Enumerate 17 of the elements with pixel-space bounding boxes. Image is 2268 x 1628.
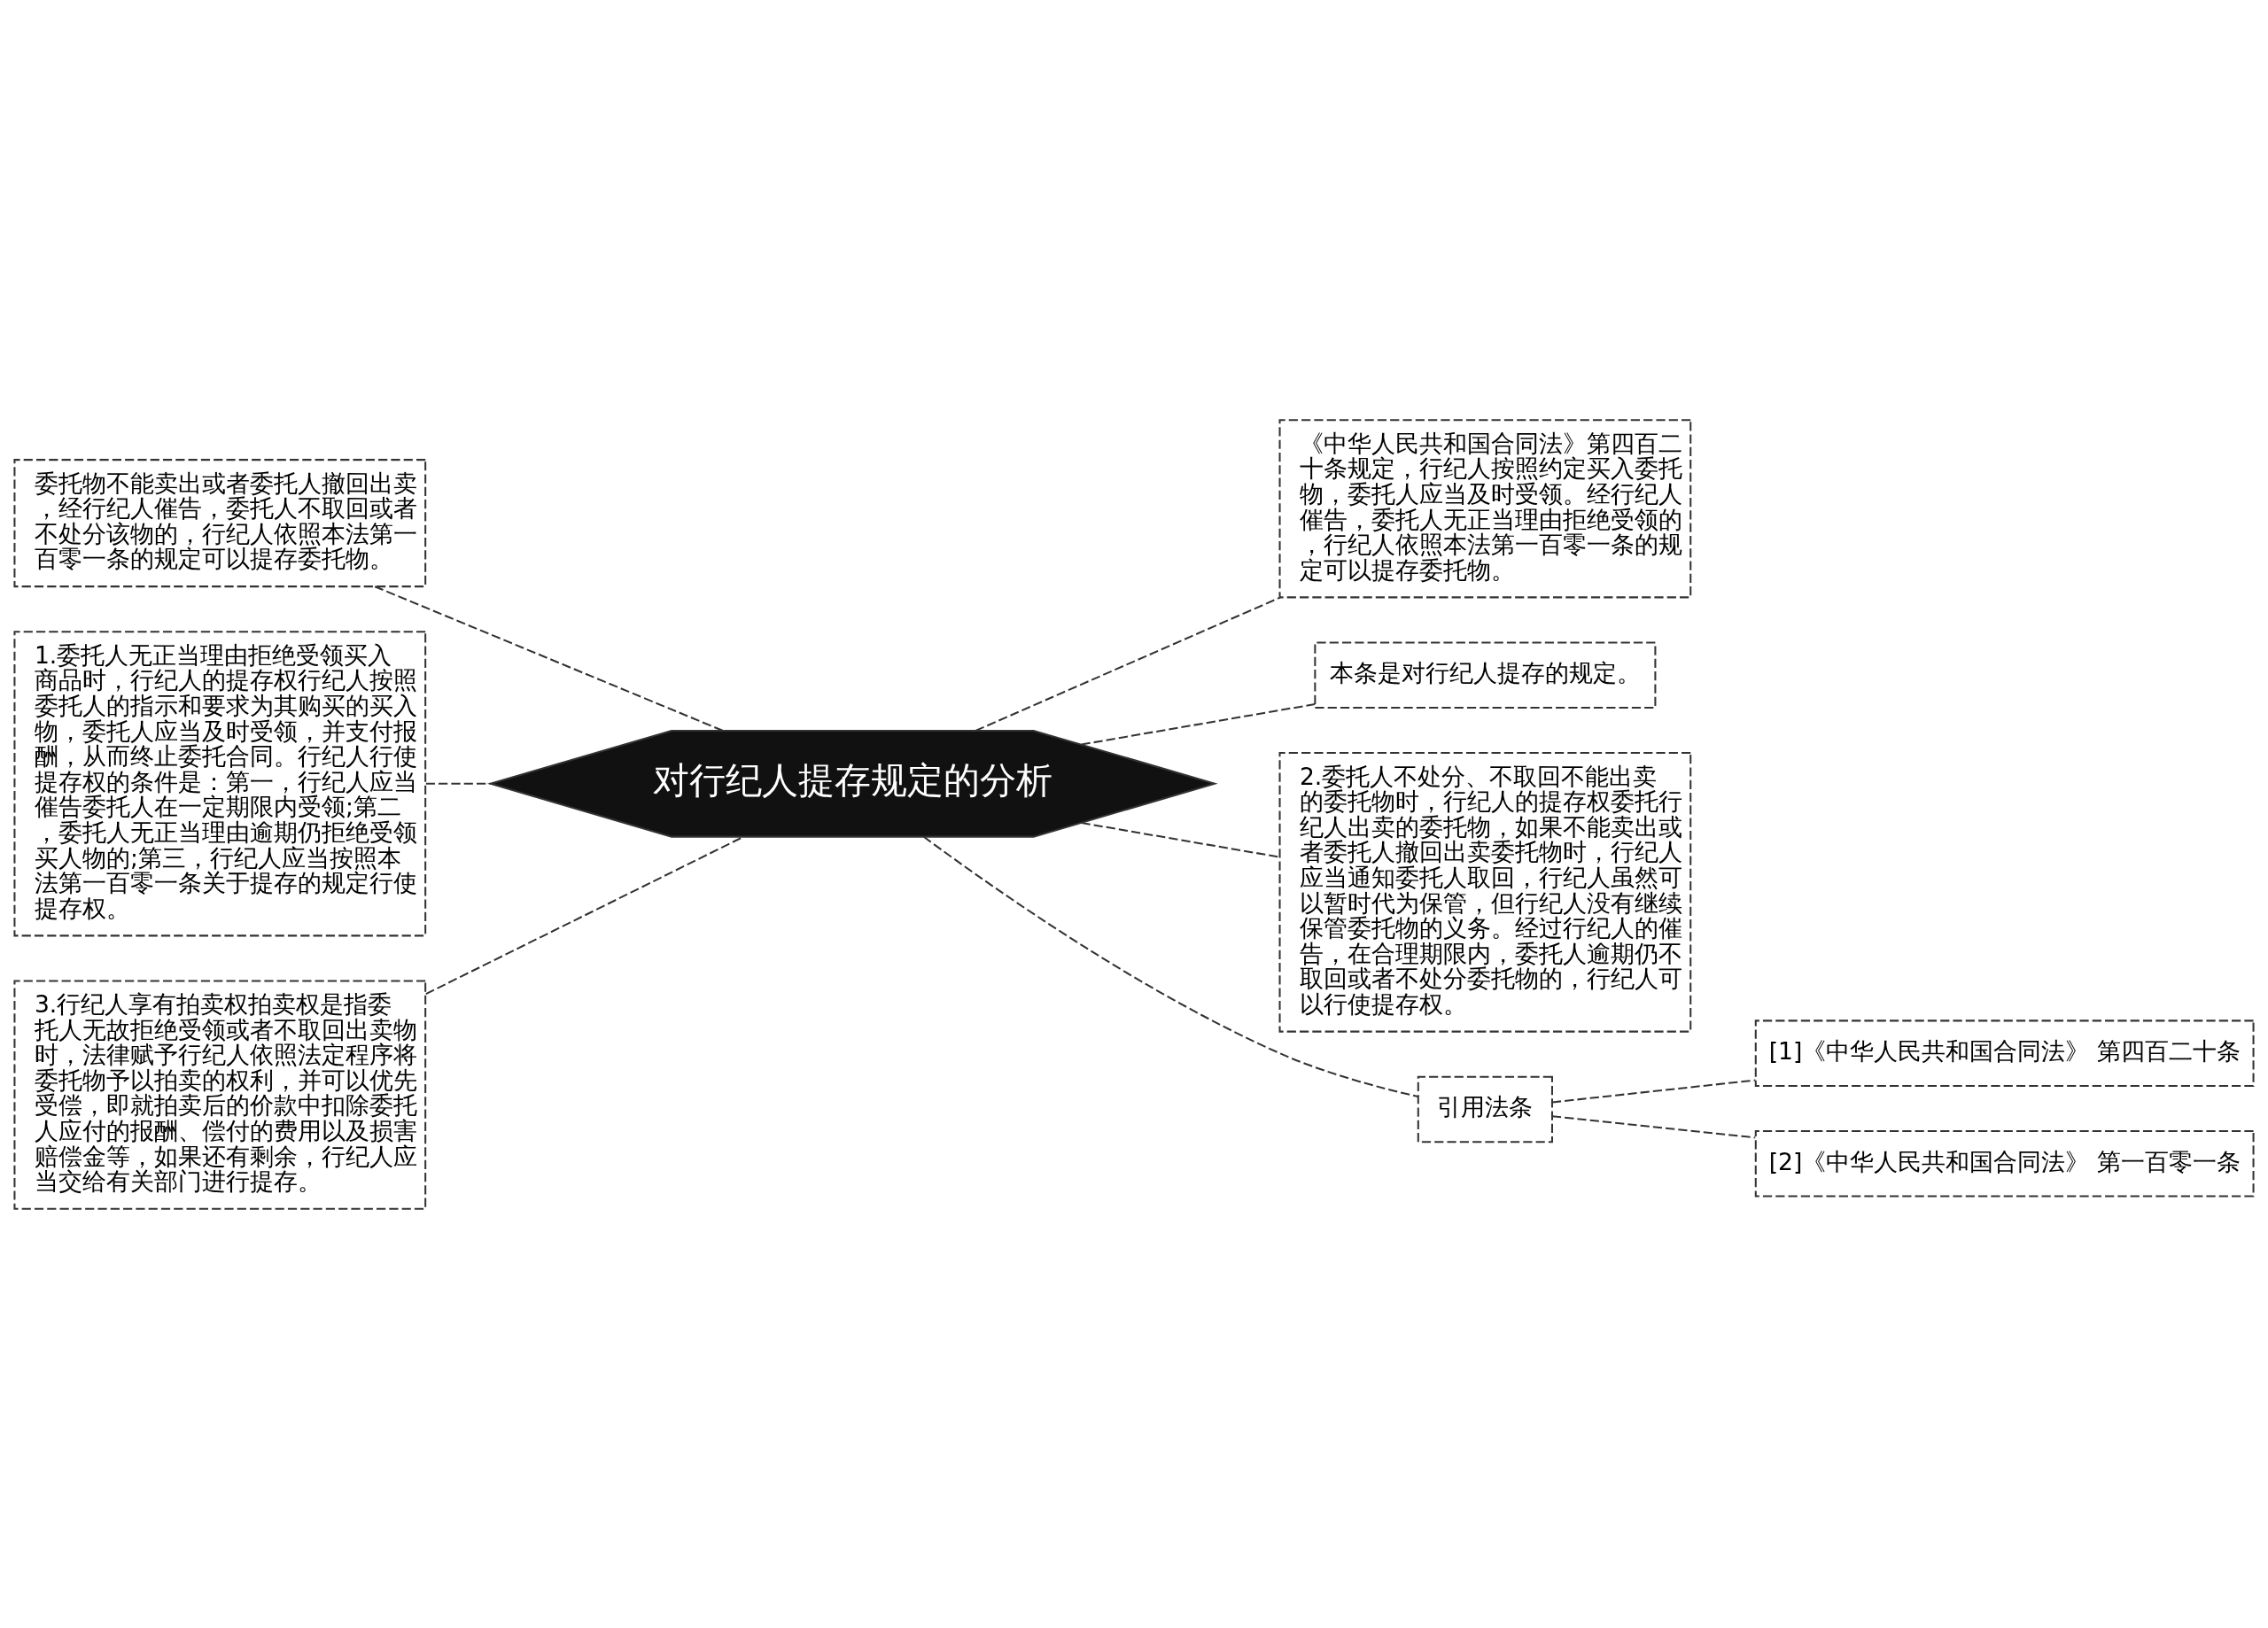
connector — [425, 782, 491, 785]
node-box: 引用法条 — [1417, 1075, 1553, 1143]
node-box: [1]《中华人民共和国合同法》 第四百二十条 — [1754, 1019, 2255, 1087]
node-box: 本条是对行纪人提存的规定。 — [1314, 640, 1657, 709]
node-box: 委托物不能卖出或者委托人撤回出卖，经行纪人催告，委托人不取回或者不处分该物的，行纪人依照本法第一百零一条的规定可以提存委托物。 — [13, 458, 427, 587]
node-box: 2.委托人不处分、不取回不能出卖的委托物时，行纪人的提存权委托行纪人出卖的委托物，如果不能卖出或者委托人撤回出卖委托物时，行纪人应当通知委托人取回，行纪人虽然可以暂时代为保管，但行纪人没有继续保管委托物的义务。经过行纪人的催告，在合理期限内，委托人逾期仍不取回或者不处分委托物的，行纪人可以行使提存权。 — [1278, 751, 1692, 1033]
connector — [1552, 1114, 1756, 1138]
node-box: 《中华人民共和国合同法》第四百二十条规定，行纪人按照约定买入委托物，委托人应当及时受领。经行纪人催告，委托人无正当理由拒绝受领的，行纪人依照本法第一百零一条的规定可以提存委托物。 — [1278, 418, 1692, 598]
connector — [1552, 1079, 1756, 1103]
node-box: 3.行纪人享有拍卖权拍卖权是指委托人无故拒绝受领或者不取回出卖物时，法律赋予行纪人依照法定程序将委托物予以拍卖的权利，并可以优先受偿，即就拍卖后的价款中扣除委托人应付的报酬、偿付的费用以及损害赔偿金等，如果还有剩余，行纪人应当交给有关部门进行提存。 — [13, 979, 427, 1210]
connector — [374, 585, 723, 732]
node-box: [2]《中华人民共和国合同法》 第一百零一条 — [1754, 1129, 2255, 1198]
connector — [1081, 821, 1280, 858]
connector — [975, 596, 1281, 732]
connector — [923, 835, 1418, 1097]
connector — [1081, 702, 1316, 746]
node-box: 1.委托人无正当理由拒绝受领买入商品时，行纪人的提存权行纪人按照委托人的指示和要求为其购买的买入物，委托人应当及时受领，并支付报酬，从而终止委托合同。行纪人行使提存权的条件是：第一，行纪人应当催告委托人在一定期限内受领;第二，委托人无正当理由逾期仍拒绝受领买人物的;第三，行纪人应当按照本法第一百零一条关于提存的规定行使提存权。 — [13, 630, 427, 936]
